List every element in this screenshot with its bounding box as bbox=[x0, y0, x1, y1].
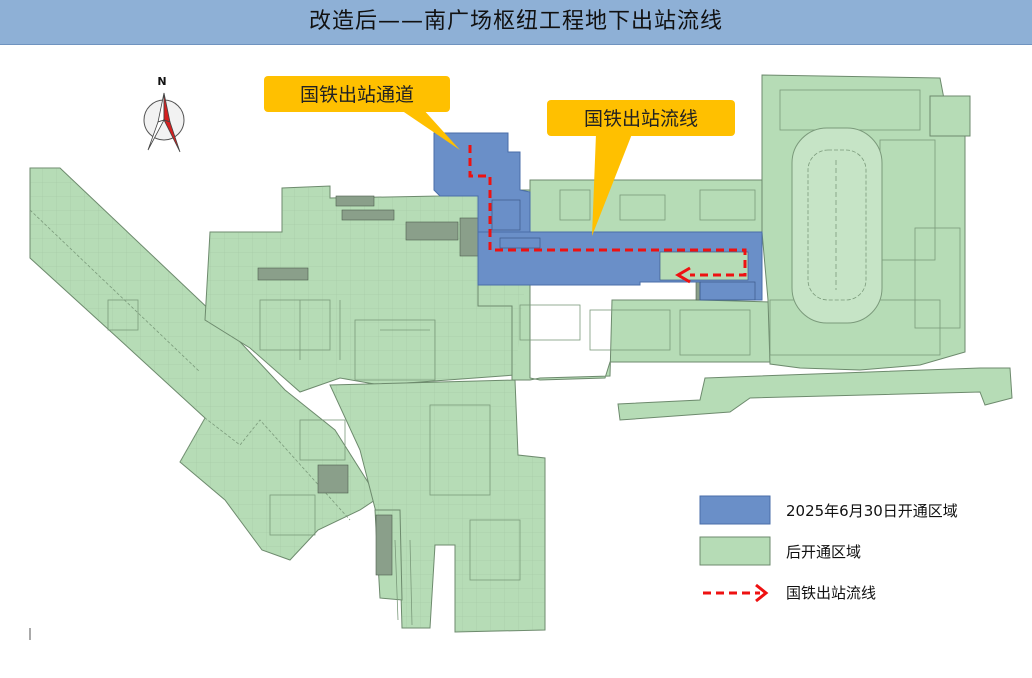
title-bar: 改造后——南广场枢纽工程地下出站流线 bbox=[0, 0, 1032, 45]
page-title: 改造后——南广场枢纽工程地下出站流线 bbox=[308, 9, 723, 34]
legend-swatch-later bbox=[699, 536, 771, 566]
legend-flow-arrow-icon bbox=[703, 583, 769, 603]
opened-exit-passage-area bbox=[433, 132, 531, 233]
legend-label-opened: 2025年6月30日开通区域 bbox=[786, 502, 958, 520]
north-compass-icon: N bbox=[143, 75, 185, 153]
exit-flow-line bbox=[468, 145, 747, 284]
callout-exit-flow-label: 国铁出站流线 bbox=[584, 108, 698, 130]
station-plan-map: 国铁出站通道 国铁出站流线 N 2025年6月30日开通区域 后开通区域 国铁出… bbox=[29, 74, 1013, 640]
callout-exit-passage: 国铁出站通道 bbox=[264, 76, 460, 150]
legend-label-later: 后开通区域 bbox=[786, 543, 861, 561]
callout-exit-passage-label: 国铁出站通道 bbox=[300, 84, 414, 106]
exit-flow-arrowhead bbox=[675, 266, 691, 284]
ne-small-area bbox=[929, 95, 971, 137]
exit-flow-path bbox=[468, 145, 747, 277]
legend-swatch-opened bbox=[699, 495, 771, 525]
east-concourse bbox=[791, 127, 883, 324]
legend-label-flow: 国铁出站流线 bbox=[786, 584, 876, 602]
callout-exit-flow: 国铁出站流线 bbox=[547, 100, 735, 236]
legend: 2025年6月30日开通区域 后开通区域 国铁出站流线 bbox=[699, 495, 958, 603]
east-corridor-area bbox=[617, 367, 1013, 421]
north-label: N bbox=[157, 75, 166, 88]
interior-details bbox=[29, 89, 961, 626]
